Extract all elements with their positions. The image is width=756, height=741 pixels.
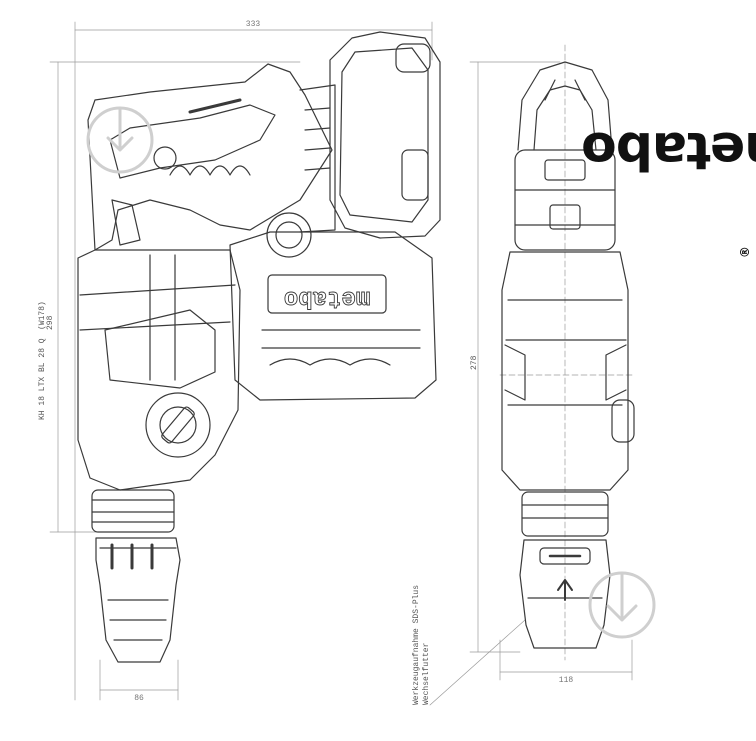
dimension-lines-front [429,44,633,706]
brand-panel [267,274,387,314]
dim-side-length: 333 [246,20,261,29]
grip-wave [169,165,251,176]
side-view-drill [49,21,441,701]
chuck-body [95,537,181,663]
motor-housing [229,231,437,401]
handle-grip-inner [109,104,276,179]
watermark-right [588,571,656,639]
front-bulge [104,309,216,389]
front-chuck-collar [521,491,609,537]
chuck-note-line2: Wechselfutter [422,642,431,705]
side-knob-front [611,399,635,443]
metabo-logo: metabo ® [582,40,756,260]
trigger [111,199,141,246]
side-knob [266,212,312,258]
handle-outline [87,63,333,251]
battery-pack [329,31,441,239]
gear-housing [77,249,241,491]
front-body [501,251,629,491]
dim-front-height: 278 [470,355,479,370]
dim-side-height-small: (W178) [38,301,47,330]
dim-side-height: 298 [46,315,55,330]
mode-selector-dial [145,392,211,458]
front-chuck-body [519,539,611,649]
dim-front-width: 118 [559,676,574,685]
front-handle-loop [517,61,613,151]
brand-name: metabo [581,120,756,180]
housing-brand-text: metabo [284,284,370,311]
front-view-drill [429,44,635,706]
registered-mark: ® [737,247,752,259]
chuck-note-line1: Werkzeugaufnahme SDS-Plus [412,584,421,705]
front-battery [514,149,616,251]
dimension-lines-side [49,21,433,701]
model-label: KH 18 LTX BL 28 Q [38,338,47,420]
dim-chuck-width: 86 [134,694,144,703]
chuck-collar [91,489,175,533]
knob-top [153,146,177,170]
watermark-left [86,106,154,174]
